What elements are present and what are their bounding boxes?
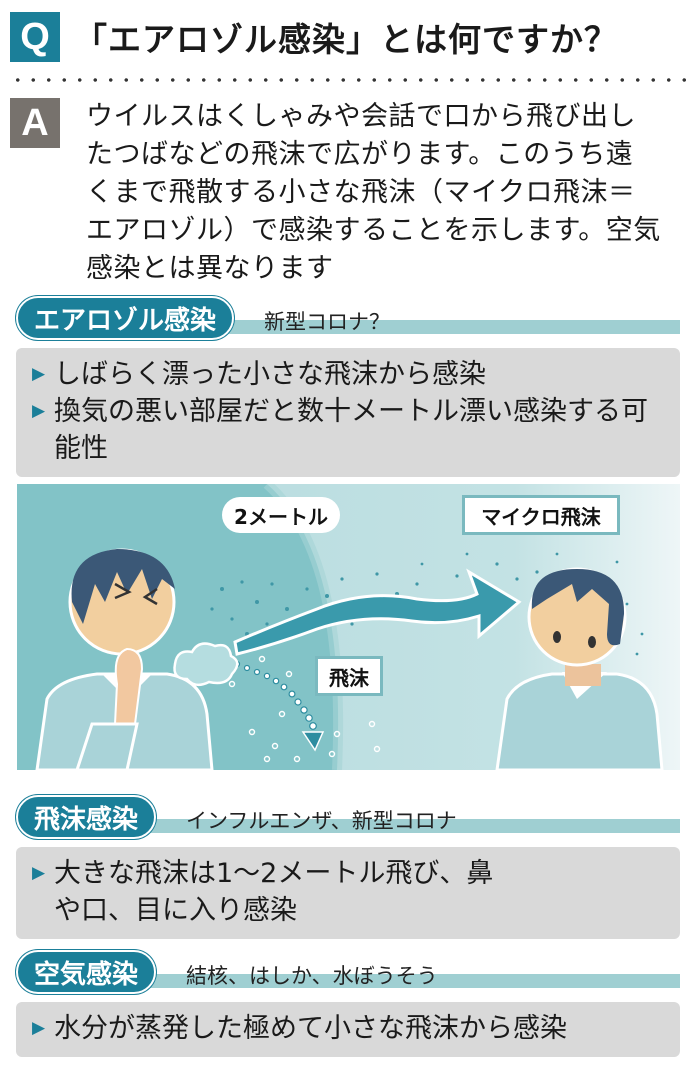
- bullet-box: ▶ 大きな飛沫は1〜2メートル飛び、鼻や口、目に入り感染: [16, 847, 680, 939]
- section-droplet-infection: 飛沫感染 インフルエンザ、新型コロナ ▶ 大きな飛沫は1〜2メートル飛び、鼻や口…: [16, 795, 680, 939]
- bullet-box: ▶ 水分が蒸発した極めて小さな飛沫から感染: [16, 1002, 680, 1057]
- dotted-divider: [10, 78, 690, 82]
- receiving-person: [495, 567, 664, 770]
- section-underline-bar: [116, 974, 680, 988]
- section-subtitle: インフルエンザ、新型コロナ: [186, 809, 457, 833]
- section-aerosol-infection: エアロゾル感染 新型コロナ？ ▶ しばらく漂った小さな飛沫から感染 ▶ 換気の悪…: [16, 296, 680, 477]
- answer-text: ウイルスはくしゃみや会話で口から飛び出し たつばなどの飛沫で広がります。このうち…: [86, 98, 686, 288]
- bullet-text: 換気の悪い部屋だと数十メートル漂い感染する可能性: [54, 396, 648, 464]
- label-micro-droplets: マイクロ飛沫: [462, 495, 620, 535]
- label-droplets: 飛沫: [315, 656, 383, 696]
- question-title: 「エアロゾル感染」とは何ですか？: [74, 20, 618, 59]
- answer-line: ウイルスはくしゃみや会話で口から飛び出し: [86, 101, 636, 132]
- section-subtitle: 結核、はしか、水ぼうそう: [186, 964, 438, 988]
- sneezing-person: [35, 548, 214, 770]
- answer-line: たつばなどの飛沫で広がります。このうち遠: [86, 139, 634, 170]
- question-header: Q 「エアロゾル感染」とは何ですか？: [10, 12, 618, 62]
- a-badge: A: [10, 98, 60, 148]
- section-header: 飛沫感染 インフルエンザ、新型コロナ: [16, 795, 680, 839]
- bullet-box: ▶ しばらく漂った小さな飛沫から感染 ▶ 換気の悪い部屋だと数十メートル漂い感染…: [16, 348, 680, 477]
- section-subtitle: 新型コロナ？: [264, 310, 390, 334]
- micro-droplet-arrow: [233, 568, 522, 656]
- triangle-bullet-icon: ▶: [32, 1018, 46, 1038]
- bullet-item: ▶ しばらく漂った小さな飛沫から感染: [32, 356, 666, 393]
- section-title-pill: エアロゾル感染: [16, 296, 235, 340]
- label-two-meters: 2メートル: [222, 497, 340, 533]
- bullet-item: ▶ 大きな飛沫は1〜2メートル飛び、鼻や口、目に入り感染: [32, 855, 666, 929]
- illustration-scene: [17, 484, 680, 770]
- triangle-bullet-icon: ▶: [32, 401, 46, 421]
- answer-line: エアロゾル）で感染することを示します。空気: [86, 215, 661, 246]
- q-badge: Q: [10, 12, 60, 62]
- section-header: エアロゾル感染 新型コロナ？: [16, 296, 680, 340]
- section-underline-bar: [116, 320, 680, 334]
- section-title-pill: 空気感染: [16, 950, 157, 994]
- bullet-text: 水分が蒸発した極めて小さな飛沫から感染: [54, 1013, 567, 1044]
- section-airborne-infection: 空気感染 結核、はしか、水ぼうそう ▶ 水分が蒸発した極めて小さな飛沫から感染: [16, 950, 680, 1057]
- section-underline-bar: [116, 819, 680, 833]
- section-header: 空気感染 結核、はしか、水ぼうそう: [16, 950, 680, 994]
- answer-line: くまで飛散する小さな飛沫（マイクロ飛沫＝: [86, 177, 636, 208]
- answer-line: 感染とは異なります: [86, 253, 334, 284]
- aerosol-illustration: 2メートル マイクロ飛沫 飛沫: [17, 484, 680, 770]
- sneeze-cloud-icon: [173, 642, 239, 687]
- triangle-bullet-icon: ▶: [32, 863, 46, 883]
- answer-block: A ウイルスはくしゃみや会話で口から飛び出し たつばなどの飛沫で広がります。この…: [10, 98, 686, 288]
- bullet-item: ▶ 換気の悪い部屋だと数十メートル漂い感染する可能性: [32, 393, 666, 467]
- bullet-text: しばらく漂った小さな飛沫から感染: [54, 359, 486, 390]
- bullet-item: ▶ 水分が蒸発した極めて小さな飛沫から感染: [32, 1010, 666, 1047]
- triangle-bullet-icon: ▶: [32, 364, 46, 384]
- bullet-text: 大きな飛沫は1〜2メートル飛び、鼻や口、目に入り感染: [54, 858, 494, 926]
- section-title-pill: 飛沫感染: [16, 795, 157, 839]
